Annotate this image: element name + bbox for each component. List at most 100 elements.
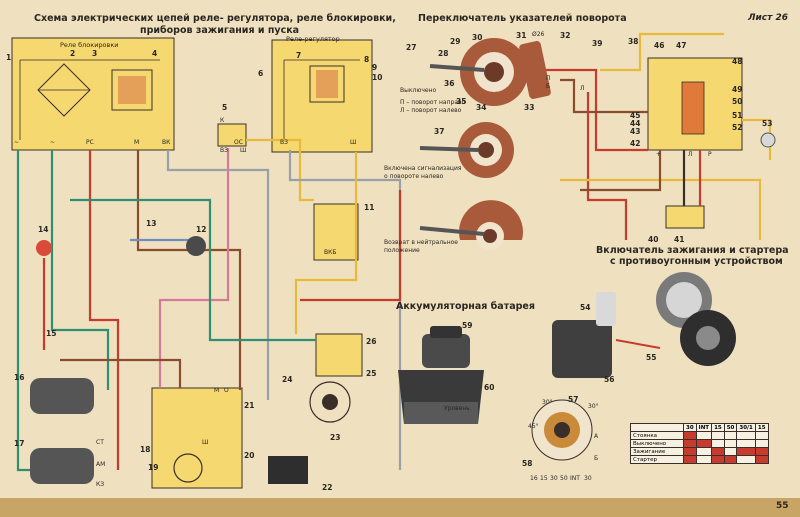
state-left-line2: о повороте налево [384, 173, 444, 180]
ref-number: 40 [648, 235, 659, 244]
table-cell [754, 431, 769, 440]
terminal-label: Ш [350, 139, 357, 146]
battery-22 [268, 456, 308, 484]
relay-5-panel [217, 123, 247, 147]
table-cell [711, 447, 725, 456]
relay-coil [111, 69, 153, 111]
relay-block-label: Реле блокировки [60, 41, 119, 49]
terminal-label: КЗ [96, 481, 105, 488]
ref-number: 20 [244, 451, 255, 460]
table-col-header: INT [695, 423, 713, 432]
ignition-switch-drawing [552, 272, 736, 378]
ref-number: 14 [38, 225, 49, 234]
terminal-label: ВК [162, 139, 171, 146]
starter-motor-17 [30, 448, 94, 484]
starter-motor-16 [30, 378, 94, 414]
ref-number: 18 [140, 445, 151, 454]
state-neutral-line2: положение [384, 247, 420, 254]
table-col-header: 15 [711, 423, 725, 432]
ref-number: 46 [654, 41, 665, 50]
dial-label: INT [570, 475, 580, 482]
terminal-label: ВЗ [220, 147, 228, 154]
ref-number: 36 [444, 79, 455, 88]
ref-number: 8 [364, 55, 370, 64]
legend-right-turn: П – поворот направо [400, 99, 466, 106]
table-col-header: 50 [723, 423, 738, 432]
dimension-label: Ø26 [532, 31, 545, 38]
table-row-name: Выключено [630, 439, 684, 448]
ref-number: 11 [364, 203, 375, 212]
turn-switch-label: Переключатель указателей поворота [418, 13, 627, 24]
terminal-label: М [214, 387, 220, 394]
ref-number: 21 [244, 401, 255, 410]
terminal-label: РС [86, 139, 94, 146]
ref-number: 28 [438, 49, 449, 58]
table-cell [711, 439, 725, 448]
ref-number: 2 [70, 49, 76, 58]
table-row-name: Зажигание [630, 447, 684, 456]
ignition-dial [531, 399, 593, 461]
ref-number: 59 [462, 321, 473, 330]
table-header-row: 30 INT 15 50 30/1 15 [630, 423, 769, 432]
ref-number: 41 [674, 235, 685, 244]
ref-number: 9 [372, 63, 378, 72]
lamp-14 [36, 240, 52, 256]
terminal-label: Л [688, 151, 693, 158]
ref-number: 23 [330, 433, 341, 442]
state-left-line1: Включена сигнализация [384, 165, 462, 172]
ref-number: 22 [322, 483, 333, 492]
ref-number: 3 [92, 49, 98, 58]
ref-number: 34 [476, 103, 487, 112]
table-cell [711, 455, 725, 464]
state-neutral-line1: Возврат в нейтральное [384, 239, 458, 246]
ref-number: 47 [676, 41, 687, 50]
ref-number: 26 [366, 337, 377, 346]
terminal-label: ~ [50, 139, 56, 146]
table-col-header: 30/1 [736, 423, 756, 432]
terminal-label: ОС [234, 139, 243, 146]
relay-11-panel [313, 203, 359, 261]
ref-number: 27 [406, 43, 417, 52]
table-cell [736, 439, 756, 448]
table-cell [723, 439, 738, 448]
terminal-label: ВКБ [324, 249, 337, 256]
ref-number: 7 [296, 51, 302, 60]
table-cell [736, 431, 756, 440]
page-footer-band [0, 498, 800, 517]
dial-label: 30° [542, 399, 553, 406]
ref-number: 4 [152, 49, 158, 58]
ref-number: 16 [14, 373, 25, 382]
ref-number: 44 [630, 119, 641, 128]
ref-number: 35 [456, 97, 467, 106]
turn-switch-neutral [419, 200, 523, 250]
ref-number: 24 [282, 375, 293, 384]
ref-number: 33 [524, 103, 535, 112]
ref-number: 48 [732, 57, 743, 66]
dial-label: A [594, 433, 599, 440]
lamp-53 [760, 132, 776, 148]
table-cell [754, 447, 769, 456]
terminal-label: + [656, 151, 662, 158]
table-cell [736, 455, 756, 464]
table-cell [711, 431, 725, 440]
ref-number: 1 [6, 53, 12, 62]
dial-label: 50 [560, 475, 568, 482]
ref-number: 56 [604, 375, 615, 384]
ref-number: 13 [146, 219, 157, 228]
regulator-coil [309, 65, 345, 103]
dial-label: 45° [528, 423, 539, 430]
generator-symbol [173, 453, 203, 483]
ref-number: 38 [628, 37, 639, 46]
table-row: Выключено [630, 439, 769, 448]
dial-label: 30° [588, 403, 599, 410]
ref-number: 49 [732, 85, 743, 94]
dial-label: Б [594, 455, 599, 462]
table-cell [683, 431, 697, 440]
state-off: Выключено [400, 87, 437, 94]
battery-drawing [398, 326, 484, 424]
ref-number: 30 [472, 33, 483, 42]
terminal-label: СТ [96, 439, 104, 446]
starter-relay-panel [315, 333, 363, 377]
table-row: Стартер [630, 455, 769, 464]
